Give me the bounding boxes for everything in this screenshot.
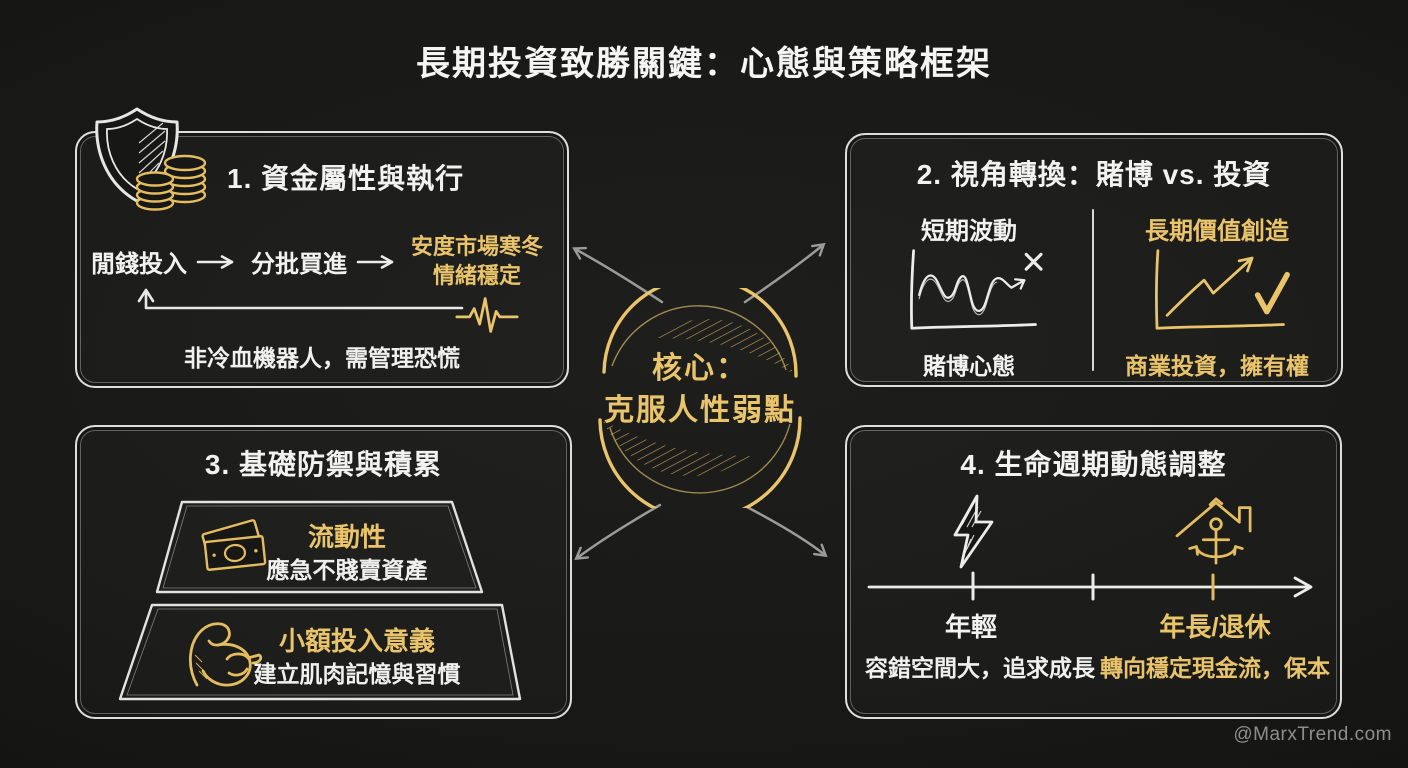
core-line1: 核心：: [652, 352, 748, 385]
growth-chart-icon: [1155, 249, 1290, 330]
arrow-to-panel-defense: [574, 503, 662, 560]
panel-lifecycle: 4. 生命週期動態調整 年輕: [845, 425, 1342, 719]
core-line2: 克服人性弱點: [604, 394, 796, 427]
gambling-caption: 賭博心態: [923, 353, 1015, 379]
age-timeline: [867, 571, 1313, 601]
shield-coins-icon: [95, 107, 207, 211]
pulse-icon: [455, 297, 519, 333]
flow-step-batch-buy: 分批買進: [251, 251, 347, 279]
watermark: @MarxTrend.com: [1233, 724, 1392, 745]
flow-result-line2: 情緒穩定: [433, 262, 522, 288]
liquidity-caption: 應急不賤賣資產: [266, 557, 428, 583]
panel-defense-title: 3. 基礎防禦與積累: [204, 449, 443, 480]
core-text: 核心： 克服人性弱點: [588, 348, 812, 432]
banknote-icon: [201, 519, 267, 571]
panel-perspective: 2. 視角轉換：賭博 vs. 投資 短期波動 賭博心態 長期價值創造 商業投資，…: [845, 133, 1343, 387]
panel-funding: 1. 資金屬性與執行 閒錢投入 分批買進 安度市場寒冬 情緒穩定 非冷血機器人，…: [75, 107, 569, 388]
small-invest-heading: 小額投入意義: [278, 626, 435, 656]
page-title: 長期投資致勝關鍵：心態與策略框架: [416, 45, 992, 83]
liquidity-heading: 流動性: [307, 522, 386, 552]
muscle-icon: [189, 622, 263, 687]
arrow-to-panel-funding: [572, 246, 664, 304]
lightning-icon: [953, 494, 994, 569]
flow-result: 安度市場寒冬 情緒穩定: [411, 233, 543, 290]
panel-defense: 3. 基礎防禦與積累 流動性 應急不賤賣資產: [75, 425, 572, 719]
ownership-caption: 商業投資，擁有權: [1125, 353, 1309, 379]
panel-lifecycle-title: 4. 生命週期動態調整: [960, 449, 1227, 480]
right-arrow-icon: [196, 254, 234, 269]
column-divider: [1092, 209, 1094, 371]
short-term-heading: 短期波動: [921, 218, 1017, 245]
senior-caption: 轉向穩定現金流，保本: [1100, 655, 1330, 681]
senior-label: 年長/退休: [1159, 612, 1271, 642]
funding-flow: 閒錢投入 分批買進 安度市場寒冬 情緒穩定: [91, 233, 559, 290]
small-invest-caption: 建立肌肉記憶與習慣: [253, 661, 461, 687]
funding-note: 非冷血機器人，需管理恐慌: [184, 345, 460, 371]
flow-result-line1: 安度市場寒冬: [411, 234, 544, 259]
right-arrow-icon: [356, 254, 394, 269]
anchor-home-icon: [1175, 497, 1252, 565]
long-term-heading: 長期價值創造: [1145, 218, 1289, 245]
tier2-trapezoid: [118, 603, 522, 701]
young-caption: 容錯空間大，追求成長: [865, 655, 1095, 681]
loop-back-arrow: [137, 288, 464, 310]
panel-funding-title: 1. 資金屬性與執行: [227, 163, 465, 194]
core-circle: 核心： 克服人性弱點: [588, 288, 812, 508]
panel-perspective-title: 2. 視角轉換：賭博 vs. 投資: [916, 159, 1272, 190]
pyramid-tiers: [118, 500, 522, 701]
flow-step-idle-money: 閒錢投入: [91, 251, 187, 279]
core-circle-sketch: [598, 288, 802, 508]
tier1-trapezoid: [155, 500, 484, 594]
volatility-chart-icon: [910, 249, 1043, 330]
young-label: 年輕: [944, 612, 997, 642]
arrow-to-panel-lifecycle: [745, 505, 828, 558]
